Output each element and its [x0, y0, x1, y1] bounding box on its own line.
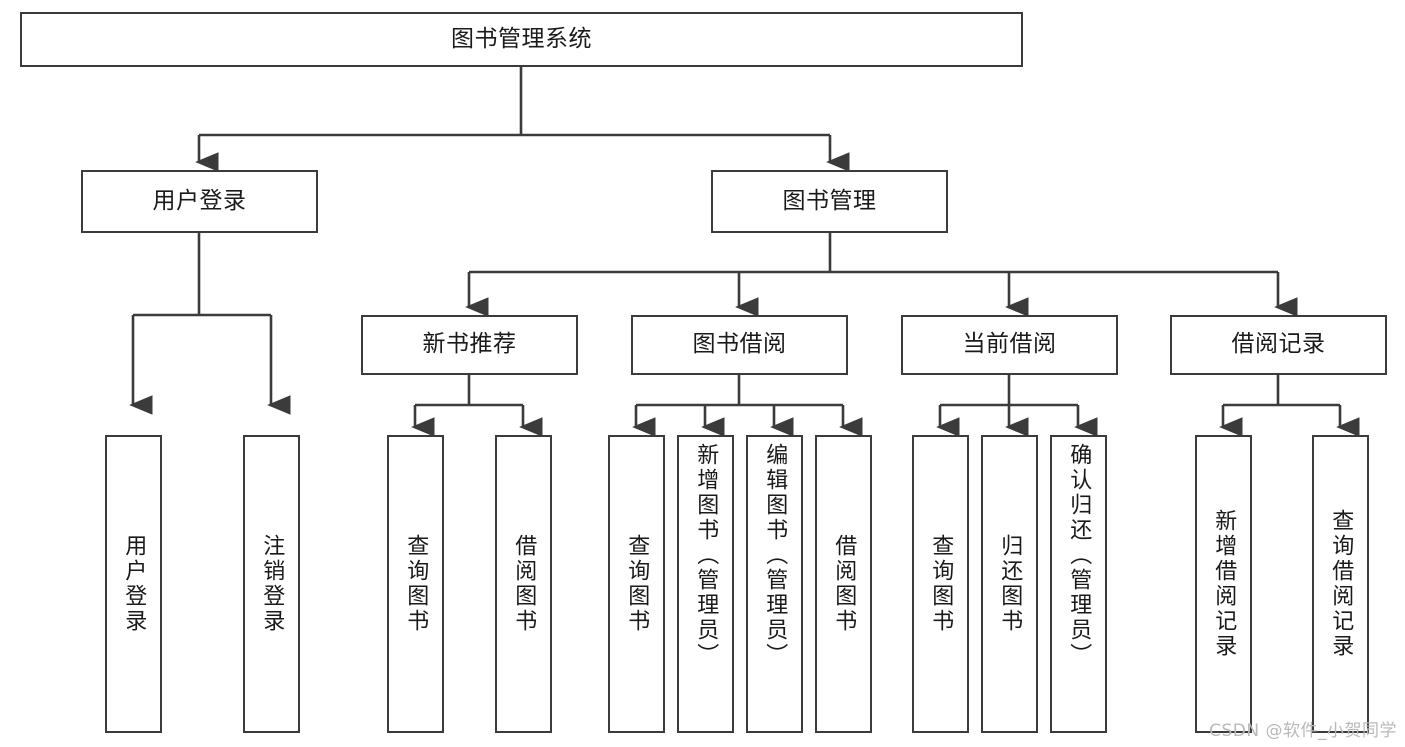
- leaf-label: 归还图书: [997, 534, 1023, 634]
- leaf-user-login-0[interactable]: 用户登录: [105, 435, 162, 733]
- leaf-label: 新增图书（管理员）: [693, 443, 719, 668]
- leaf-book-borrow-2[interactable]: 编辑图书（管理员）: [746, 435, 803, 733]
- leaf-user-login-1[interactable]: 注销登录: [243, 435, 300, 733]
- node-borrow-record-label: 借阅记录: [1231, 331, 1326, 358]
- leaf-new-book-0[interactable]: 查询图书: [387, 435, 444, 733]
- leaf-label: 借阅图书: [511, 534, 537, 634]
- node-book-borrow[interactable]: 图书借阅: [631, 315, 848, 375]
- leaf-current-borrow-1[interactable]: 归还图书: [981, 435, 1038, 733]
- leaf-label: 确认归还（管理员）: [1066, 443, 1092, 668]
- node-book-management-label: 图书管理: [782, 187, 877, 214]
- node-user-login[interactable]: 用户登录: [81, 170, 318, 233]
- node-new-book-recommend-label: 新书推荐: [422, 331, 517, 358]
- node-current-borrow[interactable]: 当前借阅: [901, 315, 1118, 375]
- leaf-label: 查询借阅记录: [1328, 509, 1354, 659]
- leaf-label: 查询图书: [403, 534, 429, 634]
- node-book-borrow-label: 图书借阅: [692, 331, 787, 358]
- leaf-label: 用户登录: [121, 534, 147, 634]
- leaf-label: 注销登录: [259, 534, 285, 634]
- leaf-label: 借阅图书: [831, 534, 857, 634]
- leaf-new-book-1[interactable]: 借阅图书: [495, 435, 552, 733]
- watermark-text: CSDN @软件_小贺同学: [1209, 721, 1397, 741]
- leaf-label: 新增借阅记录: [1211, 509, 1237, 659]
- leaf-book-borrow-1[interactable]: 新增图书（管理员）: [677, 435, 734, 733]
- leaf-book-borrow-3[interactable]: 借阅图书: [815, 435, 872, 733]
- leaf-label: 查询图书: [624, 534, 650, 634]
- leaf-book-borrow-0[interactable]: 查询图书: [608, 435, 665, 733]
- node-current-borrow-label: 当前借阅: [962, 331, 1057, 358]
- node-new-book-recommend[interactable]: 新书推荐: [361, 315, 578, 375]
- node-borrow-record[interactable]: 借阅记录: [1170, 315, 1387, 375]
- leaf-borrow-record-1[interactable]: 查询借阅记录: [1312, 435, 1369, 733]
- node-book-management[interactable]: 图书管理: [711, 170, 948, 233]
- node-root[interactable]: 图书管理系统: [20, 12, 1023, 67]
- leaf-label: 查询图书: [928, 534, 954, 634]
- leaf-borrow-record-0[interactable]: 新增借阅记录: [1195, 435, 1252, 733]
- leaf-current-borrow-0[interactable]: 查询图书: [912, 435, 969, 733]
- leaf-current-borrow-2[interactable]: 确认归还（管理员）: [1050, 435, 1107, 733]
- node-user-login-label: 用户登录: [152, 187, 247, 214]
- leaf-label: 编辑图书（管理员）: [762, 443, 788, 668]
- node-root-label: 图书管理系统: [451, 25, 592, 52]
